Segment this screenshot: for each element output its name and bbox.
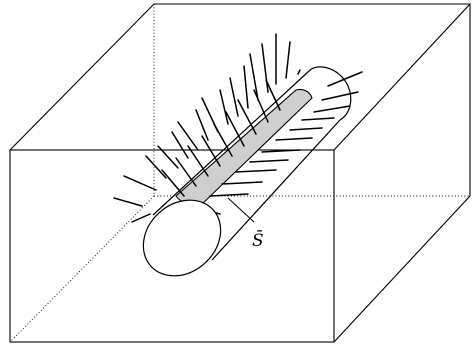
spike	[161, 169, 185, 197]
spike	[327, 71, 363, 87]
spike	[249, 53, 259, 101]
spike	[219, 89, 229, 125]
spike	[243, 65, 249, 109]
tube-lower-silhouette	[211, 119, 341, 261]
box-top-face	[9, 3, 472, 151]
spike	[235, 169, 277, 173]
box-right-face	[333, 4, 471, 343]
spike	[229, 77, 239, 117]
spike	[213, 123, 233, 157]
surface-label-leader	[227, 197, 255, 223]
spike	[113, 197, 143, 207]
spike	[297, 69, 301, 75]
box-front-face	[9, 149, 335, 343]
spike	[201, 135, 221, 167]
normal-spikes	[113, 33, 363, 223]
spike	[175, 157, 197, 187]
hidden-edge-diagonal	[9, 195, 155, 343]
spike	[261, 43, 269, 93]
spike	[177, 121, 199, 151]
spike	[289, 127, 323, 131]
spike	[253, 89, 269, 123]
spike	[285, 41, 291, 79]
spike	[237, 99, 257, 135]
spike	[301, 117, 335, 121]
spike	[321, 91, 359, 101]
spike	[187, 145, 209, 177]
spike	[221, 181, 263, 185]
tube-far-end-arc	[308, 66, 352, 121]
surface-label: S̄	[252, 229, 264, 251]
spike	[171, 131, 189, 159]
box-hidden-edges	[9, 4, 470, 343]
box-visible-edges	[9, 3, 472, 343]
spike	[195, 109, 209, 141]
spike	[131, 213, 151, 223]
spike	[249, 159, 289, 163]
spike	[157, 145, 179, 169]
tube-upper-silhouette	[152, 70, 310, 216]
spike	[209, 193, 249, 197]
tube-near-end-cap	[142, 199, 222, 277]
spike	[313, 105, 351, 113]
spike	[261, 149, 301, 153]
spike	[225, 111, 245, 147]
spike	[265, 79, 281, 111]
spike	[145, 155, 167, 179]
spike	[123, 175, 157, 191]
spike	[275, 137, 313, 141]
